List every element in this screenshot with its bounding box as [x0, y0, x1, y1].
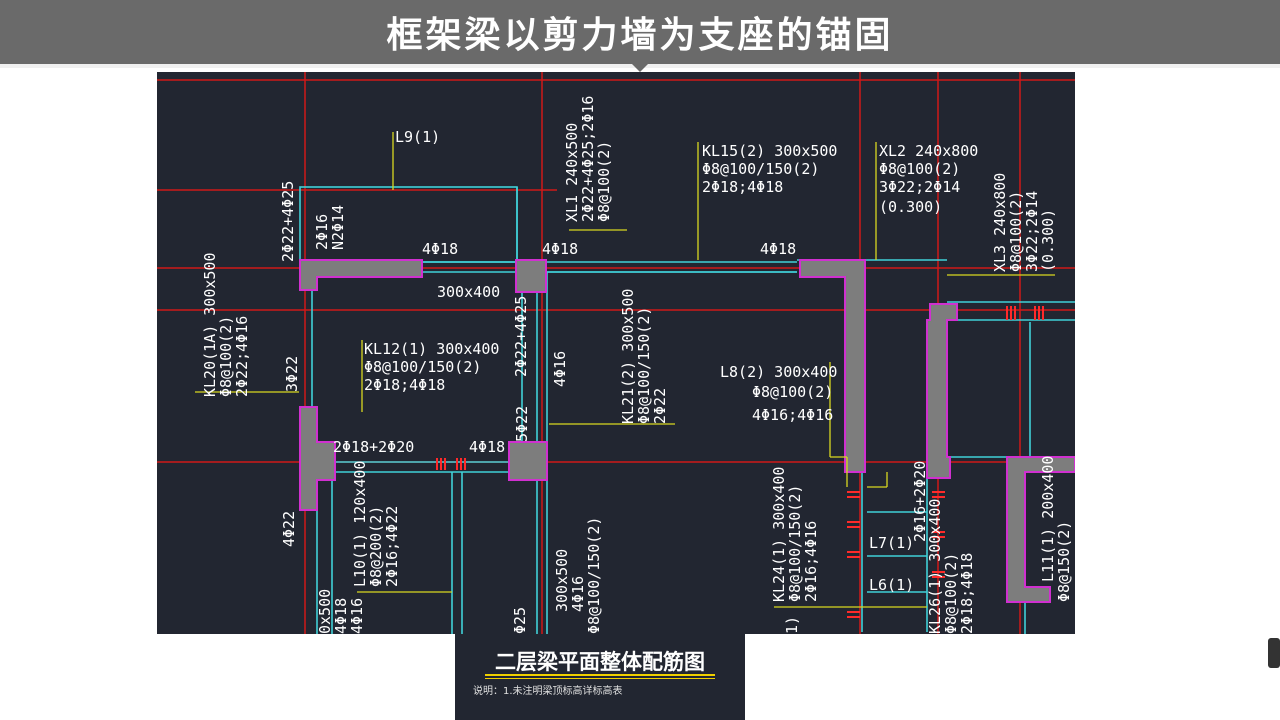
beam-label: Φ8@100/150(2) [364, 358, 481, 376]
beam-label: KL26(1) 300x400 [926, 499, 944, 634]
beam-label: 2Φ16+2Φ20 [911, 461, 929, 542]
beam-label: 2Φ16;4Φ16 [802, 521, 820, 602]
beam-label: 4Φ16 [551, 351, 569, 387]
scrollbar-thumb[interactable] [1268, 638, 1280, 668]
beam-label: KL21(2) 300x500 [619, 289, 637, 424]
beam-label: Φ8@100/150(2) [635, 307, 653, 424]
beam-label: XL1 240x500 [563, 123, 581, 222]
beam-label: XL3 240x800 [991, 173, 1009, 272]
beam-label: L8(2) 300x400 [720, 363, 837, 381]
beam-label: 2Φ22+4Φ25;2Φ16 [579, 96, 597, 222]
beam-label: 2Φ18;4Φ18 [364, 376, 445, 394]
beam-label: Φ8@100/150(2) [702, 160, 819, 178]
beam-label: KL12(1) 300x400 [364, 340, 499, 358]
beam-label: 2Φ22+4Φ25 [279, 181, 297, 262]
beam-label: 4Φ16 [348, 598, 366, 634]
drawing-title-block: 二层梁平面整体配筋图 说明：1.未注明梁顶标高详标高表 [455, 634, 745, 720]
beam-label: 300x500 [553, 549, 571, 612]
beam-label: KL24(1) 300x400 [770, 467, 788, 602]
beam-label: 3Φ22 [283, 356, 301, 392]
beam-label: 2Φ18;4Φ18 [702, 178, 783, 196]
beam-label: Φ25 [511, 607, 529, 634]
beam-label: Φ8@100/150(2) [585, 517, 603, 634]
beam-label: L9(1) [395, 128, 440, 146]
drawing-note: 说明：1.未注明梁顶标高详标高表 [473, 686, 623, 697]
beam-label: Φ8@150(2) [1055, 521, 1073, 602]
beam-label: 4Φ18 [542, 240, 578, 258]
beam-label: KL15(2) 300x500 [702, 142, 837, 160]
beam-label: 2Φ22;4Φ16 [233, 316, 251, 397]
title-pointer [632, 64, 648, 72]
beam-label: 3Φ22;2Φ14 [1023, 191, 1041, 272]
beam-label: (0.300) [1039, 209, 1057, 272]
beam-label: 4Φ18 [332, 598, 350, 634]
beam-label: L11(1) 200x400 [1039, 456, 1057, 582]
beam-label: 4Φ16;4Φ16 [752, 406, 833, 424]
beam-label: KL20(1A) 300x500 [201, 253, 219, 398]
beam-label: 4Φ22 [280, 511, 298, 547]
drawing-title: 二层梁平面整体配筋图 [495, 650, 705, 674]
beam-label: Φ8@100(2) [1007, 191, 1025, 272]
beam-label: Φ8@200(2) [367, 506, 385, 587]
title-underline-thin [485, 678, 715, 679]
title-underline [485, 674, 715, 676]
beam-label: 2Φ22+4Φ25 [512, 296, 530, 377]
beam-label: 1) [783, 616, 801, 634]
beam-label: Φ8@100(2) [879, 160, 960, 178]
beam-label: XL2 240x800 [879, 142, 978, 160]
beam-label: 3Φ22;2Φ14 [879, 178, 960, 196]
shear-walls [299, 259, 1075, 603]
beam-label: 2Φ22 [651, 388, 669, 424]
beam-label: L7(1) [869, 534, 914, 552]
beam-label: L10(1) 120x400 [351, 461, 369, 587]
beam-label: 4Φ18 [760, 240, 796, 258]
title-bar: 框架梁以剪力墙为支座的锚固 [0, 0, 1280, 68]
beam-label: 5Φ22 [513, 406, 531, 442]
beam-label: 2Φ18;4Φ18 [958, 553, 976, 634]
beam-label: 4Φ16 [569, 576, 587, 612]
cad-canvas: L9(1)XL1 240x5002Φ22+4Φ25;2Φ16Φ8@100(2)K… [157, 72, 1075, 634]
beam-label: Φ8@100/150(2) [786, 485, 804, 602]
beam-label: Φ8@100(2) [942, 553, 960, 634]
beam-label: L6(1) [869, 576, 914, 594]
beam-label: 2Φ18+2Φ20 [333, 438, 414, 456]
beam-label: 300x400 [437, 283, 500, 301]
beam-label: Φ8@100(2) [595, 141, 613, 222]
beam-label: 2Φ16 [313, 214, 331, 250]
beam-label: Φ8@100(2) [752, 383, 833, 401]
beam-label: N2Φ14 [329, 205, 347, 250]
leader-lines [195, 132, 1055, 608]
beam-annotations: L9(1)XL1 240x5002Φ22+4Φ25;2Φ16Φ8@100(2)K… [201, 96, 1073, 634]
beam-label: 2Φ16;4Φ22 [383, 506, 401, 587]
beam-label: Φ8@100(2) [217, 316, 235, 397]
beam-label: 4Φ18 [422, 240, 458, 258]
beam-label: 0x500 [316, 589, 334, 634]
beam-label: (0.300) [879, 198, 942, 216]
stirrup-marks [436, 306, 1044, 618]
page-title: 框架梁以剪力墙为支座的锚固 [386, 15, 894, 56]
beam-label: 4Φ18 [469, 438, 505, 456]
